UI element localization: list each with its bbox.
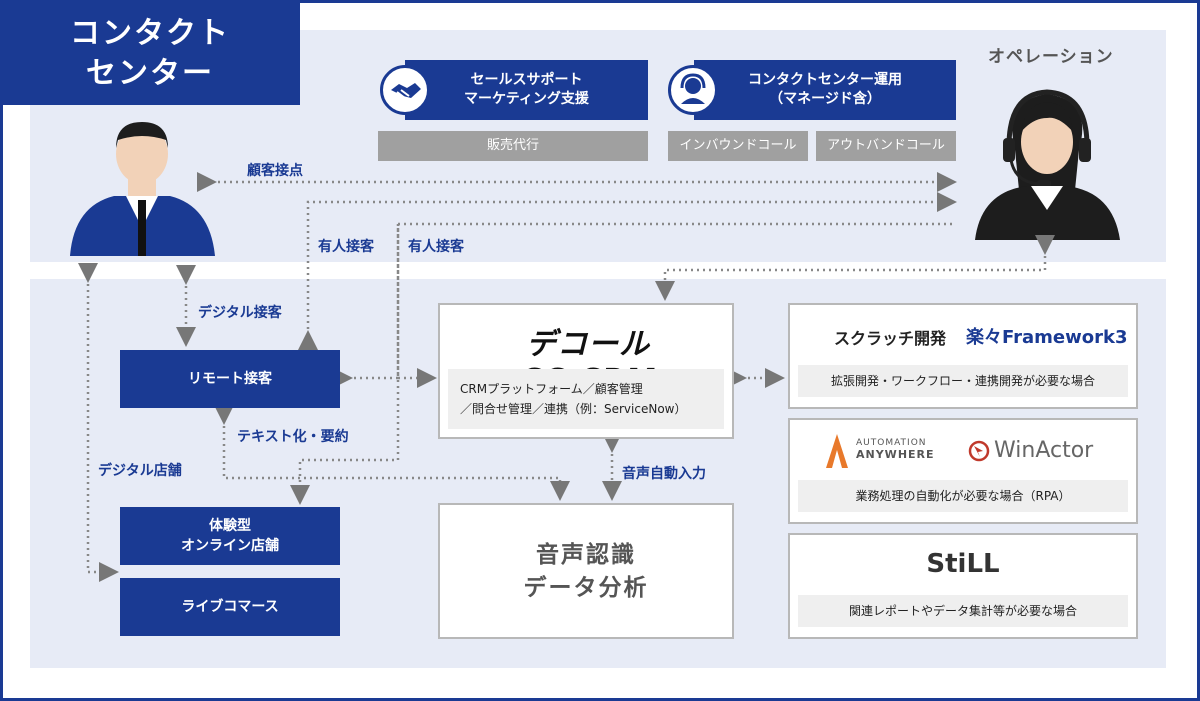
speech-analysis-box: 音声認識 データ分析 <box>438 503 734 639</box>
label-customer-contact: 顧客接点 <box>247 163 303 179</box>
handshake-icon <box>380 65 430 115</box>
scratch-dev-box: スクラッチ開発 楽々Framework3 拡張開発・ワークフロー・連携開発が必要… <box>788 303 1138 409</box>
label-staffed-1: 有人接客 <box>318 239 374 255</box>
operation-label: オペレーション <box>988 47 1114 67</box>
automation-anywhere-logo: AUTOMATION ANYWHERE <box>856 438 935 461</box>
crm-box: デコールCC.CRM CRMプラットフォーム／顧客管理 ／問合せ管理／連携（例：… <box>438 303 734 439</box>
winactor-logo: WinActor <box>994 438 1094 463</box>
winactor-icon <box>968 440 990 462</box>
label-digital-store: デジタル店舗 <box>98 463 182 479</box>
contact-center-header: コンタクトセンター運用（マネージド含） <box>694 60 956 120</box>
rpa-box: AUTOMATION ANYWHERE WinActor 業務処理の自動化が必要… <box>788 418 1138 524</box>
customer-figure-icon <box>70 122 215 256</box>
label-voice-input: 音声自動入力 <box>622 466 706 482</box>
label-text-summary: テキスト化・要約 <box>237 429 349 445</box>
chip-outbound-call: アウトバンドコール <box>816 131 956 161</box>
scratch-dev-logo: スクラッチ開発 <box>834 329 947 348</box>
still-desc: 関連レポートやデータ集計等が必要な場合 <box>798 595 1128 627</box>
crm-description: CRMプラットフォーム／顧客管理 ／問合せ管理／連携（例：ServiceNow） <box>448 369 724 429</box>
headset-icon <box>668 65 718 115</box>
framework3-logo: 楽々Framework3 <box>966 327 1128 348</box>
chip-inbound-call: インバウンドコール <box>668 131 808 161</box>
remote-service-box: リモート接客 <box>120 350 340 408</box>
still-box: StiLL 関連レポートやデータ集計等が必要な場合 <box>788 533 1138 639</box>
still-logo: StiLL <box>926 549 1000 579</box>
sales-support-header: セールスサポートマーケティング支援 <box>405 60 648 120</box>
operator-figure-icon <box>975 89 1120 240</box>
label-digital-service: デジタル接客 <box>198 305 282 321</box>
online-store-box: 体験型オンライン店舗 <box>120 507 340 565</box>
page-title: コンタクト センター <box>0 0 300 105</box>
chip-sales-agency: 販売代行 <box>378 131 648 161</box>
automation-anywhere-icon <box>826 434 848 468</box>
rpa-desc: 業務処理の自動化が必要な場合（RPA） <box>798 480 1128 512</box>
scratch-dev-desc: 拡張開発・ワークフロー・連携開発が必要な場合 <box>798 365 1128 397</box>
live-commerce-box: ライブコマース <box>120 578 340 636</box>
label-staffed-2: 有人接客 <box>408 239 464 255</box>
